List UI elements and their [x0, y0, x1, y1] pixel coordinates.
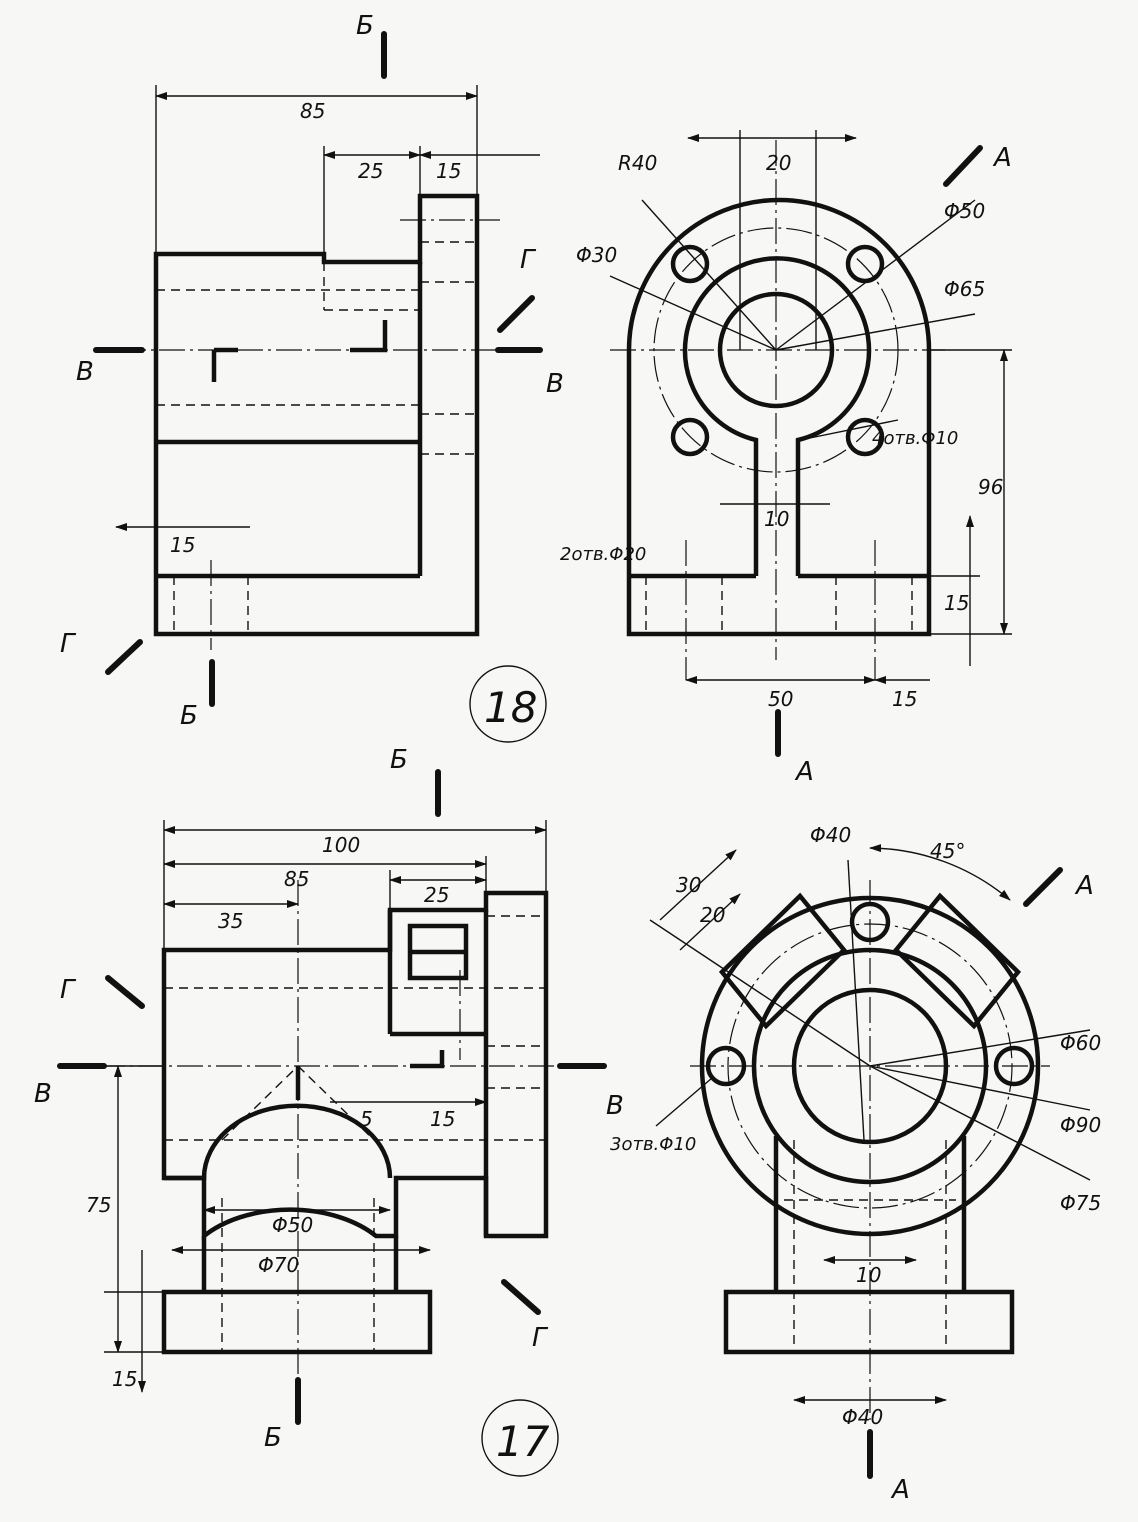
p18-phi65-label: Φ65 — [944, 277, 985, 301]
p17-dim-10: 10 — [856, 1263, 881, 1287]
p17-mark-B-bottom: Б — [264, 1423, 282, 1453]
p17-dim-15-center: 15 — [430, 1107, 455, 1131]
p18-front-view: 85 25 15 15 В В Б Б Г Г — [60, 11, 564, 731]
p18-phi30-label: Φ30 — [576, 243, 617, 267]
p18-dim-15-left: 15 — [170, 533, 195, 557]
p18-mark-B-top: Б — [356, 11, 374, 41]
p17-dim-100: 100 — [322, 833, 360, 857]
p17-angle-45-label: 45° — [930, 839, 965, 863]
p17-dim-5: 5 — [360, 1107, 373, 1131]
p17-mark-V-left: В — [34, 1079, 52, 1109]
p17-number: 17 — [496, 1417, 550, 1466]
p17-dim-30: 30 — [676, 873, 701, 897]
p18-mark-G-right: Г — [520, 245, 537, 275]
p18-dim-85: 85 — [300, 99, 325, 123]
p18-phi50-label: Φ50 — [944, 199, 985, 223]
p18-dim-50: 50 — [768, 687, 793, 711]
p18-r40-label: R40 — [618, 151, 657, 175]
p17-mark-B-top: Б — [390, 745, 408, 775]
p17-mark-G-left: Г — [60, 975, 77, 1005]
problem-17: 100 85 35 25 5 15 Φ50 Φ70 75 15 В — [34, 745, 1101, 1505]
p18-side-view: 20 10 50 15 96 15 R40 Φ30 Φ50 Φ65 4отв.Φ… — [560, 130, 1012, 787]
p17-phi90-label: Φ90 — [1060, 1113, 1101, 1137]
p18-mark-V-left: В — [76, 357, 94, 387]
p17-holes-3-label: 3отв.Φ10 — [610, 1134, 696, 1155]
p17-front-view: 100 85 35 25 5 15 Φ50 Φ70 75 15 В — [34, 745, 624, 1453]
p18-mark-A-top: А — [992, 143, 1012, 173]
p17-dim-phi50: Φ50 — [272, 1213, 313, 1237]
p18-holes-2-label: 2отв.Φ20 — [560, 544, 646, 565]
p17-phi40-top-label: Φ40 — [810, 823, 851, 847]
p17-dim-85: 85 — [284, 867, 309, 891]
p17-dim-75: 75 — [86, 1193, 111, 1217]
p18-mark-G-left: Г — [60, 629, 77, 659]
p18-holes-4-label: 4отв.Φ10 — [872, 428, 958, 449]
p18-mark-B-bottom: Б — [180, 701, 198, 731]
p17-phi75-label: Φ75 — [1060, 1191, 1101, 1215]
p17-dim-phi70: Φ70 — [258, 1253, 299, 1277]
p18-mark-V-right: В — [546, 369, 564, 399]
p17-mark-A-top: А — [1074, 871, 1094, 901]
p18-dim-25: 25 — [358, 159, 383, 183]
p17-mark-G-right: Г — [532, 1323, 549, 1353]
p17-dim-20: 20 — [700, 903, 725, 927]
problem-18: 85 25 15 15 В В Б Б Г Г — [60, 11, 1012, 787]
p18-dim-20: 20 — [766, 151, 791, 175]
p17-top-view: Φ40 45° 30 20 Φ60 Φ90 Φ75 3отв.Φ10 10 Φ4… — [610, 823, 1101, 1505]
p18-dim-10: 10 — [764, 507, 789, 531]
p17-dim-25: 25 — [424, 883, 449, 907]
p18-mark-A-bottom: А — [794, 757, 814, 787]
p18-dim-15-right: 15 — [944, 591, 969, 615]
p18-dim-15-bottom: 15 — [892, 687, 917, 711]
p17-phi60-label: Φ60 — [1060, 1031, 1101, 1055]
p17-dim-35: 35 — [218, 909, 243, 933]
p17-phi40-bottom-label: Φ40 — [842, 1405, 883, 1429]
p17-dim-15-left: 15 — [112, 1367, 137, 1391]
p17-mark-A-bottom: А — [890, 1475, 910, 1505]
p18-dim-15-top: 15 — [436, 159, 461, 183]
p18-number: 18 — [484, 683, 537, 732]
p17-mark-V-right: В — [606, 1091, 624, 1121]
p18-dim-96: 96 — [978, 475, 1003, 499]
